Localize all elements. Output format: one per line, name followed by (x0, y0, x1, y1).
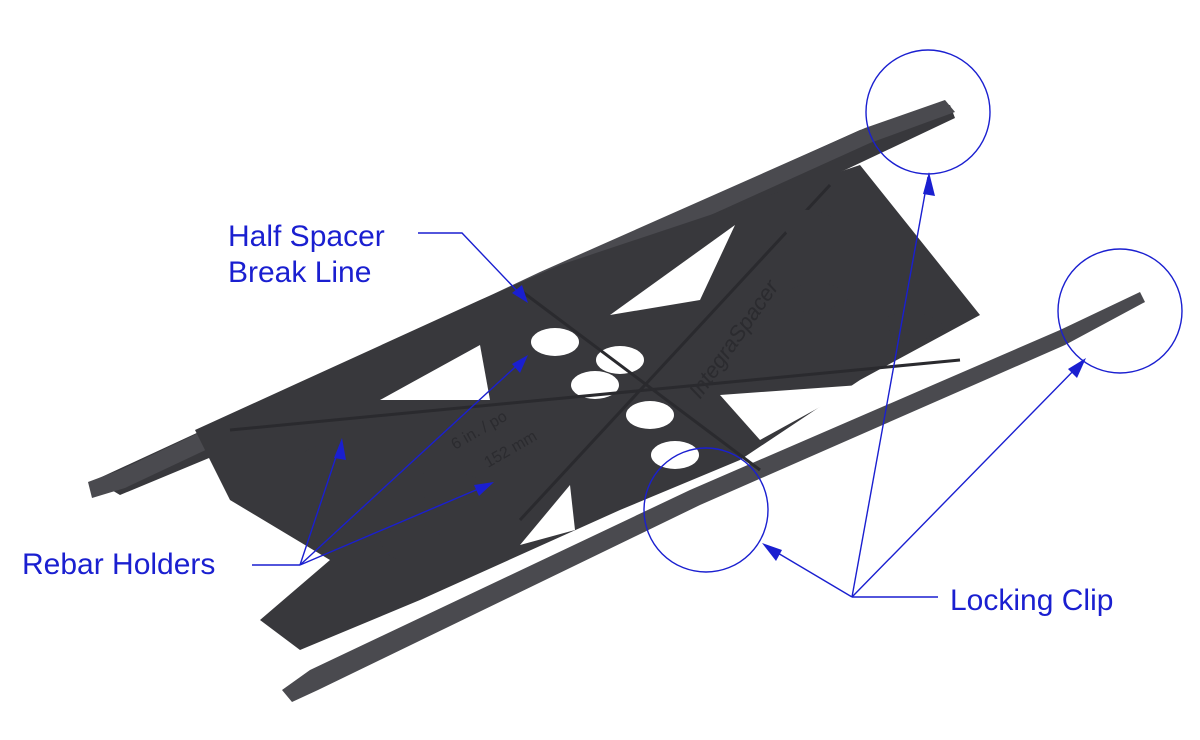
rebar-holder-right-2 (790, 283, 850, 314)
rib-diagonal-1 (519, 288, 761, 472)
oval-hole-4 (626, 401, 674, 429)
locking-arrowhead-3 (1068, 358, 1086, 378)
half-spacer-arrowhead (512, 285, 528, 303)
locking-leader-2 (851, 176, 929, 598)
oval-hole-3 (596, 346, 644, 374)
lower-rail (282, 292, 1145, 702)
locking-leader-1 (765, 545, 853, 598)
rebar-holder-right-1 (780, 209, 840, 242)
oval-hole-1 (531, 328, 579, 356)
rebar-holder-left-2 (410, 470, 488, 502)
locking-clip-label: Locking Clip (950, 584, 1113, 617)
locking-leader-3 (851, 361, 1083, 598)
triangle-opening-top (610, 225, 735, 315)
rebar-leader-2 (299, 483, 491, 566)
oval-hole-5 (651, 441, 699, 469)
rebar-holder-left-1 (300, 443, 348, 474)
rib-diagonal-2 (518, 183, 832, 522)
rebar-holder-left-3 (380, 524, 440, 560)
rebar-arrowhead-3 (512, 355, 528, 373)
rib-horizontal (229, 358, 961, 432)
locking-arrowhead-2 (923, 172, 935, 196)
rebar-holders-label: Rebar Holders (22, 548, 215, 581)
half-spacer-leader (418, 232, 523, 297)
triangle-opening-left (380, 345, 490, 400)
triangle-opening-bottom (520, 485, 575, 545)
locking-clip-circle-right (1057, 248, 1183, 374)
oval-hole-2 (571, 371, 619, 399)
spacer-center-frame (195, 165, 980, 650)
rebar-leader-3 (299, 357, 526, 566)
spacer-part: IntegraSpacer 6 in. / po 152 mm (88, 100, 1145, 702)
half-spacer-label-line2: Break Line (228, 256, 371, 289)
rebar-arrowhead-2 (474, 482, 494, 496)
half-spacer-label-line1: Half Spacer (228, 220, 385, 253)
rebar-arrowhead-1 (334, 438, 346, 460)
triangle-opening-right (720, 385, 860, 440)
locking-clip-circle-top (865, 49, 991, 175)
rebar-leader-1 (299, 444, 341, 566)
locking-arrowhead-1 (762, 543, 782, 561)
locking-clip-circle-bottom (643, 447, 769, 573)
